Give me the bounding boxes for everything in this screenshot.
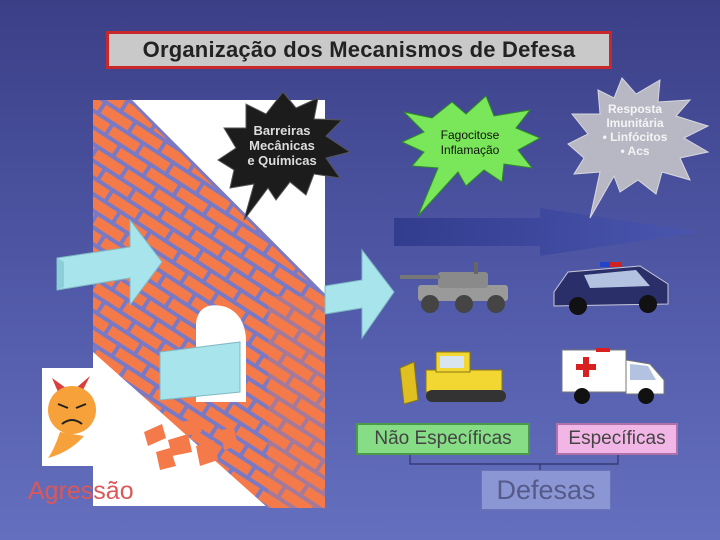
defesas-label: Defesas (496, 474, 596, 505)
burst-resposta-line: • Acs (620, 144, 650, 158)
brick-wall (93, 98, 327, 508)
burst-fagocitose-shape (400, 95, 542, 217)
burst-barreiras-line: Barreiras (253, 123, 311, 138)
nao-especificas-label: Não Específicas (374, 428, 512, 449)
burst-barreiras-label: Barreiras Mecânicas e Químicas (232, 123, 332, 168)
burst-resposta-label: Resposta Imunitária • Linfócitos • Acs (585, 102, 685, 158)
burst-barreiras-line: e Químicas (247, 153, 317, 168)
especificas-box: Específicas (556, 423, 678, 455)
bricks-rubble-icon (144, 418, 238, 470)
bracket-connector (409, 455, 619, 470)
burst-resposta-line: Imunitária (606, 116, 664, 130)
title-box: Organização dos Mecanismos de Defesa (106, 31, 612, 69)
burst-fagocitose-line: Fagocitose (440, 128, 500, 142)
burst-fagocitose-line: Inflamação (440, 143, 500, 157)
arrow-through-hole (159, 341, 241, 401)
devil-face-icon (42, 368, 100, 466)
burst-resposta-line: Resposta (607, 102, 663, 116)
arrow-entering (56, 218, 163, 307)
arrow-exiting (324, 248, 395, 340)
especificas-label: Específicas (568, 428, 666, 449)
tank-icon (400, 262, 508, 313)
burst-resposta-shape (567, 77, 710, 219)
bulldozer-icon (399, 351, 506, 405)
nao-especificas-box: Não Específicas (356, 423, 530, 455)
diagram-title: Organização dos Mecanismos de Defesa (142, 37, 576, 62)
ambulance-icon (561, 348, 665, 404)
agressao-label: Agressão (28, 477, 134, 505)
defesas-box: Defesas (481, 470, 611, 510)
burst-barreiras-shape (217, 91, 352, 221)
big-defense-arrow (394, 208, 700, 256)
police-car-icon (553, 262, 669, 315)
burst-fagocitose-label: Fagocitose Inflamação (420, 128, 520, 158)
burst-resposta-line: • Linfócitos (602, 130, 668, 144)
burst-barreiras-line: Mecânicas (249, 138, 315, 153)
